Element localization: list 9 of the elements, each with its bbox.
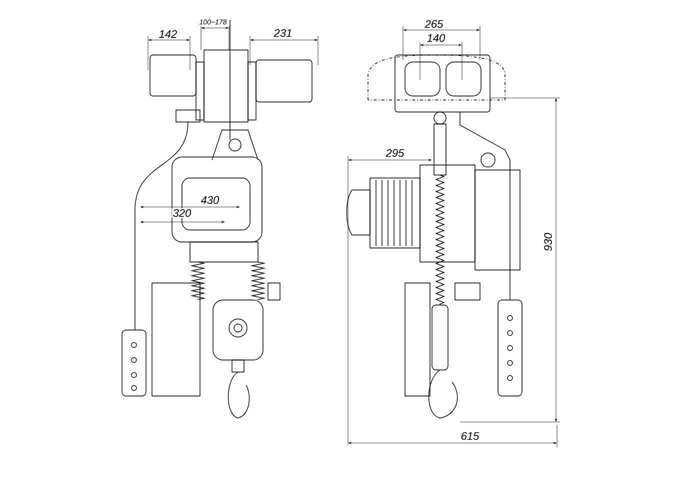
dimension-label: 430 (200, 195, 220, 205)
dimension-label: 142 (158, 29, 178, 39)
dimension-label: 615 (460, 431, 480, 441)
dimension-label: 265 (424, 19, 444, 29)
dimension-label: 140 (426, 33, 446, 43)
dimension-label: 295 (384, 148, 406, 158)
dimension-label: 930 (543, 232, 553, 252)
dimension-label: 320 (172, 208, 192, 218)
dimension-label: 231 (272, 28, 294, 38)
